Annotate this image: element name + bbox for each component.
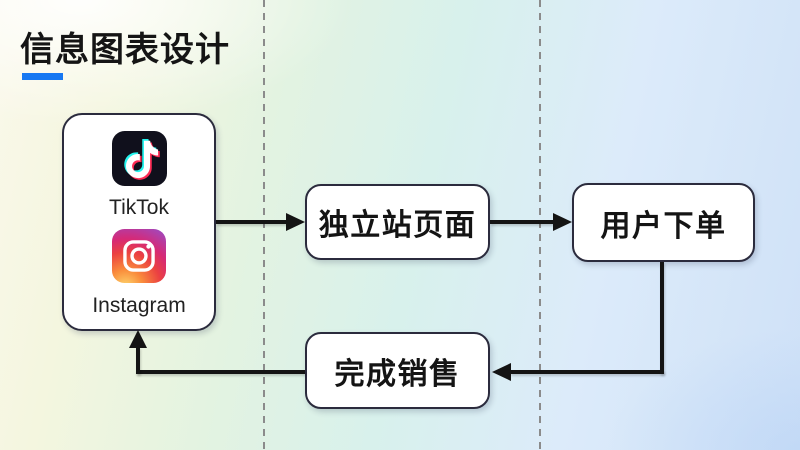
arrow-channels-to-landing-line (216, 220, 288, 224)
tiktok-icon (111, 131, 167, 191)
arrow-sale-to-channels-vertical-line (136, 347, 140, 374)
page-title: 信息图表设计 (20, 31, 230, 69)
tiktok-label: TikTok (109, 196, 169, 219)
user-order-label: 用户下单 (600, 209, 727, 243)
flow-node-channels: TikTok Instagram (62, 113, 216, 331)
arrow-sale-to-channels-head-icon (129, 330, 147, 348)
arrow-landing-to-order-line (490, 220, 555, 224)
complete-sale-label: 完成销售 (334, 357, 461, 391)
instagram-icon (112, 229, 166, 288)
arrow-order-to-sale-horizontal-line (510, 370, 664, 374)
arrow-order-to-sale-head-icon (492, 363, 511, 381)
dashed-divider-line-2 (539, 0, 541, 450)
arrow-landing-to-order-head-icon (553, 213, 572, 231)
arrow-order-to-sale-vertical-line (660, 262, 664, 374)
instagram-label: Instagram (92, 294, 186, 318)
flow-node-landing-page: 独立站页面 (305, 184, 490, 260)
flow-node-user-order: 用户下单 (572, 183, 755, 262)
landing-page-label: 独立站页面 (318, 209, 477, 242)
arrow-sale-to-channels-horizontal-line (136, 370, 305, 374)
arrow-channels-to-landing-head-icon (286, 213, 305, 231)
flow-node-complete-sale: 完成销售 (305, 332, 490, 409)
title-accent-bar (22, 73, 63, 80)
dashed-divider-line-1 (263, 0, 265, 450)
